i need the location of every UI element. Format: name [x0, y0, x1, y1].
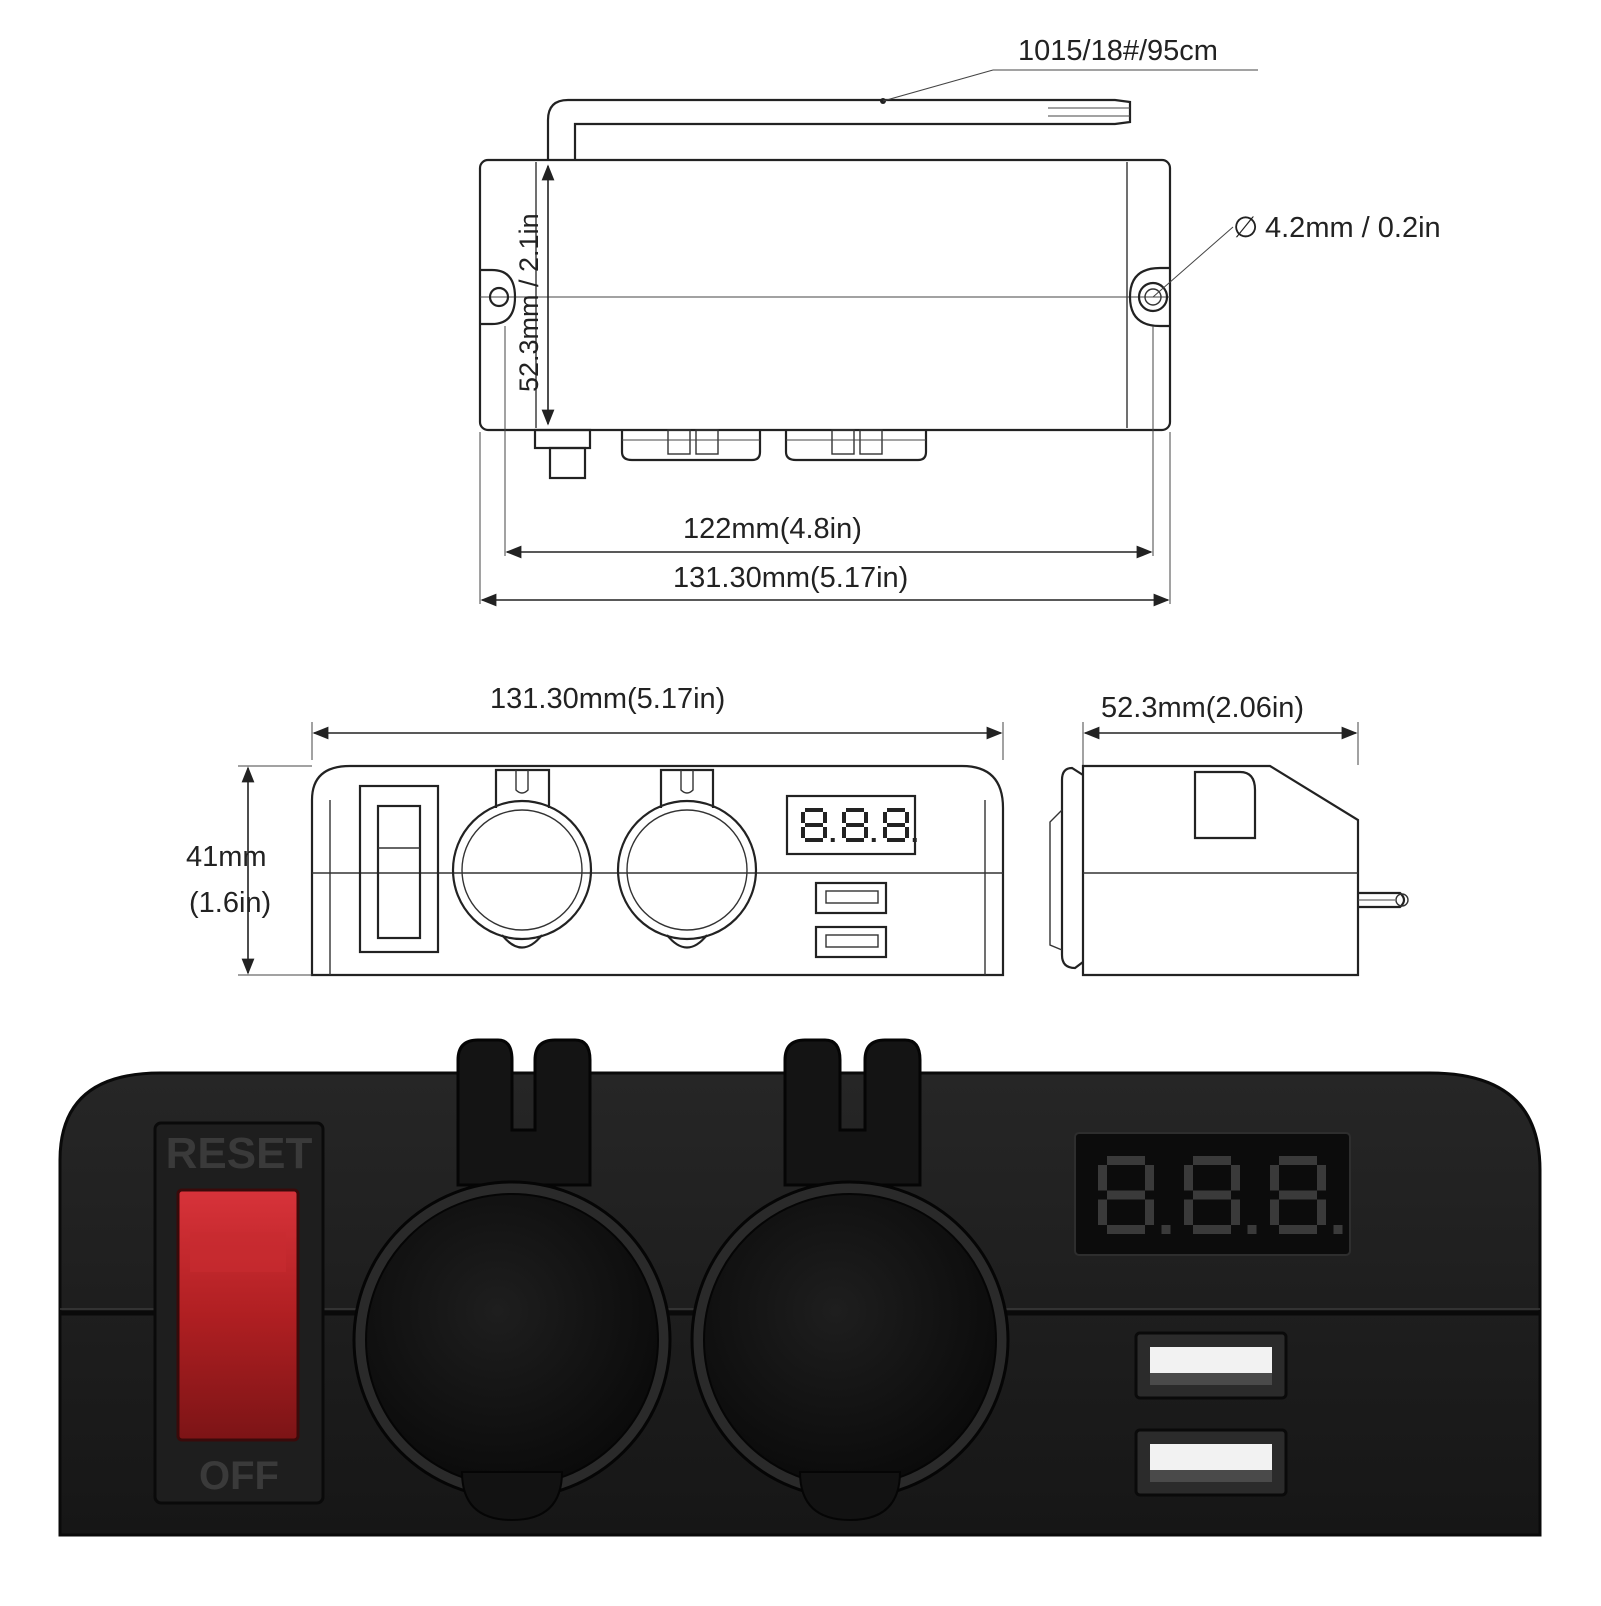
socket-cap-2[interactable] — [690, 1038, 1010, 1522]
display-segment — [1317, 1199, 1326, 1225]
display-segment — [801, 812, 805, 823]
display-segment — [1231, 1199, 1240, 1225]
front-height-label-2: (1.6in) — [189, 887, 271, 919]
display-segment — [1279, 1190, 1317, 1200]
display-dot — [830, 838, 835, 842]
display-segment — [887, 808, 905, 812]
hole-diameter-label: 4.2mm / 0.2in — [1265, 212, 1441, 244]
display-segment — [1193, 1225, 1231, 1234]
front-usb-port-2 — [814, 925, 888, 959]
switch-protrusion — [533, 428, 592, 450]
display-dot — [871, 838, 876, 842]
display-segment — [905, 812, 909, 823]
display-segment — [1098, 1165, 1107, 1191]
right-mounting-tab — [1128, 266, 1170, 328]
switch-off-label: OFF — [199, 1454, 279, 1498]
usb-port-2[interactable] — [1134, 1428, 1288, 1497]
display-segment — [805, 808, 823, 812]
display-segment — [1270, 1165, 1279, 1191]
side-wire-exit — [1358, 891, 1406, 909]
inner-width-label: 122mm(4.8in) — [683, 513, 862, 545]
front-width-label: 131.30mm(5.17in) — [490, 683, 725, 715]
display-segment — [823, 827, 827, 838]
display-segment — [864, 827, 868, 838]
height-dimension-label: 52.3mm / 2.1in — [514, 213, 544, 392]
display-segment — [801, 827, 805, 838]
display-segment — [805, 823, 823, 827]
display-segment — [1098, 1199, 1107, 1225]
front-view-drawing: 131.30mm(5.17in) 41 — [186, 683, 1005, 977]
display-segment — [864, 812, 868, 823]
left-mounting-tab — [480, 268, 517, 326]
display-segment — [1279, 1225, 1317, 1234]
display-segment — [842, 827, 846, 838]
display-segment — [887, 838, 905, 842]
display-segment — [1270, 1199, 1279, 1225]
front-socket-1 — [451, 799, 593, 941]
display-segment — [883, 827, 887, 838]
side-view-drawing: 52.3mm(2.06in) — [1049, 692, 1409, 977]
front-height-label-1: 41mm — [186, 841, 267, 873]
socket-cap-1[interactable] — [352, 1038, 672, 1522]
front-display-digits — [801, 808, 917, 842]
hole-diameter-symbol: ∅ — [1233, 212, 1258, 244]
left-mounting-hole — [488, 286, 510, 308]
power-wire — [546, 98, 1132, 160]
display-segment — [1145, 1165, 1154, 1191]
display-segment — [846, 838, 864, 842]
display-dot — [1247, 1225, 1257, 1234]
right-mounting-hole — [1137, 281, 1169, 313]
display-segment — [823, 812, 827, 823]
display-dot — [1161, 1225, 1171, 1234]
display-segment — [846, 808, 864, 812]
front-switch-outline — [358, 784, 440, 954]
display-segment — [1107, 1156, 1145, 1165]
outer-width-label: 131.30mm(5.17in) — [673, 562, 908, 594]
display-segment — [1184, 1165, 1193, 1191]
display-segment — [1317, 1165, 1326, 1191]
front-socket-tab-2 — [659, 768, 715, 808]
front-socket-2 — [616, 799, 758, 941]
display-segment — [805, 838, 823, 842]
product-photo: RESET OFF — [58, 1038, 1542, 1537]
display-segment — [1107, 1190, 1145, 1200]
display-segment — [846, 823, 864, 827]
side-cap-flap — [1060, 766, 1084, 970]
display-segment — [887, 823, 905, 827]
socket-cap-protrusion-2 — [784, 430, 928, 462]
display-dot — [1333, 1225, 1343, 1234]
display-segment — [1231, 1165, 1240, 1191]
display-segment — [1193, 1156, 1231, 1165]
side-depth-label: 52.3mm(2.06in) — [1101, 692, 1304, 724]
front-housing-outline — [310, 764, 1005, 977]
housing-outline — [478, 158, 1172, 432]
display-segment — [1193, 1190, 1231, 1200]
side-cap-handle — [1193, 770, 1257, 840]
front-usb-port-1 — [814, 881, 888, 915]
switch-reset-label: RESET — [166, 1129, 313, 1178]
display-segment — [905, 827, 909, 838]
socket-cap-protrusion-1 — [620, 430, 762, 462]
display-segment — [883, 812, 887, 823]
wire-spec-label: 1015/18#/95cm — [1018, 35, 1218, 67]
display-segment — [1184, 1199, 1193, 1225]
display-dot — [912, 838, 917, 842]
front-socket-tab-1 — [494, 768, 551, 808]
display-segment — [1145, 1199, 1154, 1225]
display-segment — [842, 812, 846, 823]
front-voltage-display — [785, 794, 917, 856]
display-segment — [1279, 1156, 1317, 1165]
top-view-drawing: 1015/18#/95cm ∅ 4.2mm / 0.2in 52.3mm / 2… — [478, 35, 1441, 607]
usb-port-1[interactable] — [1134, 1331, 1288, 1400]
rocker-switch[interactable] — [176, 1188, 300, 1442]
voltage-display-digits — [1098, 1156, 1343, 1234]
side-housing-outline — [1081, 764, 1360, 977]
display-segment — [1107, 1225, 1145, 1234]
